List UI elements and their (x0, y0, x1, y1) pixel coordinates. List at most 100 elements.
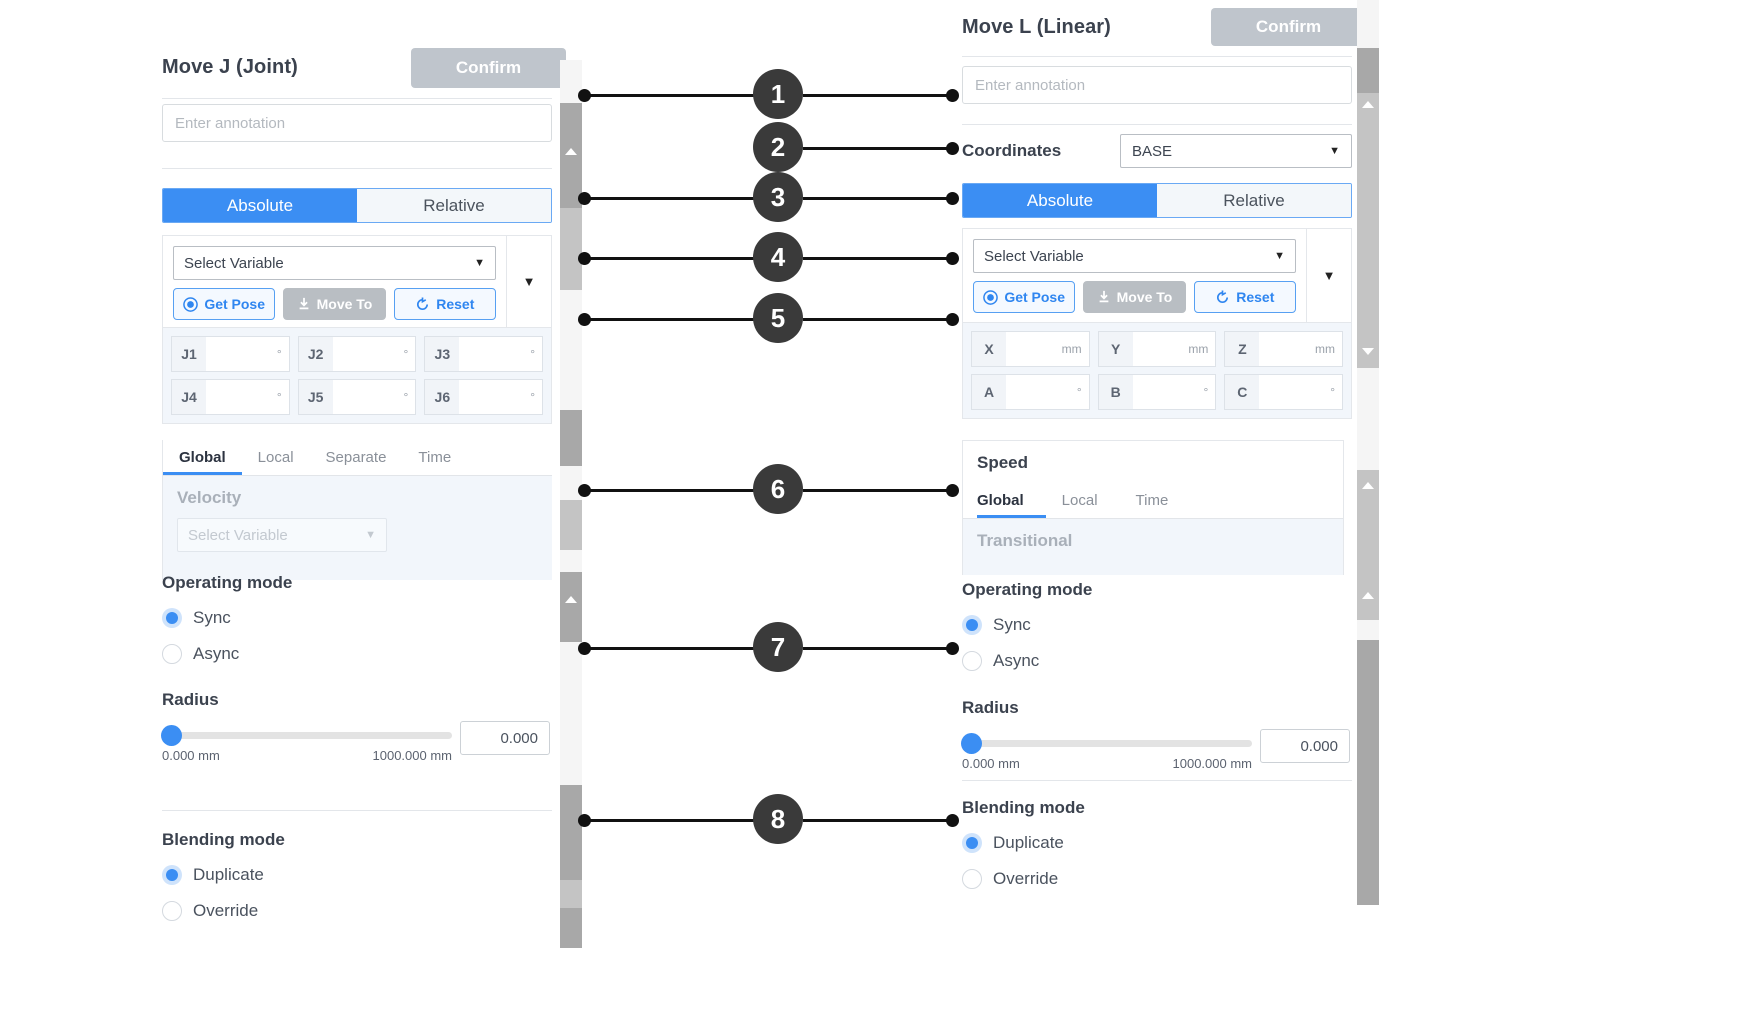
radio-duplicate[interactable] (962, 833, 982, 853)
divider (162, 168, 552, 169)
move-j-radius-input[interactable]: 0.000 (460, 721, 550, 755)
move-l-radius-slider[interactable] (961, 733, 1252, 754)
move-l-scrollbar-thumb-1[interactable] (1357, 48, 1379, 93)
radio-async[interactable] (162, 644, 182, 664)
move-l-get-pose-button[interactable]: Get Pose (973, 281, 1076, 313)
radio-sync[interactable] (962, 615, 982, 635)
move-j-radius-slider[interactable] (161, 725, 452, 746)
joint-field-j5[interactable]: J5 ° (297, 379, 417, 415)
move-j-scrollbar-thumb-3[interactable] (560, 410, 582, 466)
tab-global[interactable]: Global (163, 440, 242, 475)
callout-line-left (584, 257, 754, 260)
pose-field-a[interactable]: A ° (971, 374, 1090, 410)
radio-duplicate[interactable] (162, 865, 182, 885)
move-l-expand-button[interactable]: ▼ (1306, 229, 1351, 322)
move-l-radius-input[interactable]: 0.000 (1260, 729, 1350, 763)
move-l-variable-select[interactable]: Select Variable ▼ (973, 239, 1296, 273)
tab-absolute[interactable]: Absolute (163, 189, 357, 222)
move-j-operating-async-row[interactable]: Async (162, 644, 552, 664)
move-j-variable-select[interactable]: Select Variable ▼ (173, 246, 496, 280)
pose-field-z[interactable]: Z mm (1224, 331, 1344, 367)
move-j-speed-tabs[interactable]: Global Local Separate Time (163, 440, 552, 476)
tab-local[interactable]: Local (1061, 492, 1098, 509)
chevron-down-icon: ▼ (522, 274, 536, 289)
joint-field-j1[interactable]: J1 ° (171, 336, 290, 372)
joint-field-j3[interactable]: J3 ° (424, 336, 544, 372)
radio-async[interactable] (962, 651, 982, 671)
slider-handle[interactable] (161, 725, 182, 746)
move-j-expand-button[interactable]: ▼ (506, 236, 551, 327)
tab-relative[interactable]: Relative (1157, 184, 1351, 217)
move-l-confirm-button[interactable]: Confirm (1211, 8, 1366, 46)
radio-duplicate-label: Duplicate (993, 833, 1064, 852)
move-l-operating-async-row[interactable]: Async (962, 651, 1352, 671)
tab-time[interactable]: Time (418, 449, 452, 466)
move-j-scrollbar[interactable] (560, 60, 582, 948)
tab-separate[interactable]: Separate (325, 449, 387, 466)
callout-line-right (803, 819, 951, 822)
callout-number-2: 2 (753, 122, 803, 172)
coordinates-select[interactable]: BASE ▼ (1120, 134, 1352, 168)
move-j-scrollbar-thumb-6[interactable] (560, 785, 582, 880)
move-l-move-to-button[interactable]: Move To (1083, 281, 1186, 313)
move-j-blending-override-row[interactable]: Override (162, 901, 552, 921)
callout-line-right (803, 489, 951, 492)
pose-field-b[interactable]: B ° (1097, 374, 1217, 410)
move-l-blending-override-row[interactable]: Override (962, 869, 1352, 889)
velocity-variable-select[interactable]: Select Variable ▼ (177, 518, 387, 552)
move-j-variable-box: Select Variable ▼ Get Pose Move To Reset (162, 235, 552, 328)
pose-row: A ° B ° C ° (971, 374, 1344, 410)
tab-absolute[interactable]: Absolute (963, 184, 1157, 217)
radio-sync[interactable] (162, 608, 182, 628)
move-j-radius-range: 0.000 mm 1000.000 mm (162, 748, 452, 763)
chevron-down-icon: ▼ (365, 529, 376, 541)
move-j-mode-tabs[interactable]: Absolute Relative (162, 188, 552, 223)
radio-override-label: Override (993, 869, 1059, 888)
pose-field-c[interactable]: C ° (1224, 374, 1344, 410)
move-l-scrollbar-thumb-3[interactable] (1357, 470, 1379, 580)
move-l-scrollbar-thumb-4[interactable] (1357, 580, 1379, 620)
move-j-scrollbar-thumb-2[interactable] (560, 208, 582, 290)
joint-unit: ° (403, 390, 409, 404)
slider-handle[interactable] (961, 733, 982, 754)
joint-field-j6[interactable]: J6 ° (424, 379, 544, 415)
move-j-scrollbar-thumb-5[interactable] (560, 572, 582, 642)
radio-override[interactable] (962, 869, 982, 889)
pose-field-x[interactable]: X mm (971, 331, 1090, 367)
pose-field-y[interactable]: Y mm (1097, 331, 1217, 367)
move-l-mode-tabs[interactable]: Absolute Relative (962, 183, 1352, 218)
tab-local[interactable]: Local (257, 449, 294, 466)
move-j-move-to-button[interactable]: Move To (283, 288, 386, 320)
callout-line-right (803, 318, 951, 321)
move-l-scrollbar-thumb-5[interactable] (1357, 640, 1379, 905)
pose-label: B (1098, 375, 1133, 409)
move-j-confirm-button[interactable]: Confirm (411, 48, 566, 88)
move-j-scrollbar-thumb-8[interactable] (560, 908, 582, 948)
pose-label: X (972, 332, 1006, 366)
joint-row: J1 ° J2 ° J3 ° (171, 336, 544, 372)
move-j-annotation-input[interactable] (162, 104, 552, 142)
move-j-scrollbar-thumb-1[interactable] (560, 103, 582, 208)
tab-time[interactable]: Time (1135, 492, 1169, 509)
move-l-scrollbar[interactable] (1357, 0, 1379, 905)
move-l-reset-label: Reset (1236, 289, 1275, 305)
joint-field-j4[interactable]: J4 ° (171, 379, 290, 415)
tab-relative[interactable]: Relative (357, 189, 551, 222)
move-l-blending-duplicate-row[interactable]: Duplicate (962, 833, 1352, 853)
move-l-reset-button[interactable]: Reset (1193, 281, 1296, 313)
move-l-annotation-input[interactable] (962, 66, 1352, 104)
move-j-blending-duplicate-row[interactable]: Duplicate (162, 865, 552, 885)
move-j-reset-button[interactable]: Reset (393, 288, 496, 320)
move-j-scrollbar-thumb-7[interactable] (560, 880, 582, 908)
move-j-operating-sync-row[interactable]: Sync (162, 608, 552, 628)
move-l-move-to-label: Move To (1116, 289, 1173, 305)
joint-unit: ° (276, 347, 282, 361)
radio-override[interactable] (162, 901, 182, 921)
move-j-get-pose-button[interactable]: Get Pose (173, 288, 276, 320)
move-l-speed-tabs[interactable]: Global Local Time (963, 483, 1343, 519)
move-l-scrollbar-thumb-2[interactable] (1357, 93, 1379, 368)
move-j-scrollbar-thumb-4[interactable] (560, 500, 582, 550)
move-l-operating-sync-row[interactable]: Sync (962, 615, 1352, 635)
joint-field-j2[interactable]: J2 ° (297, 336, 417, 372)
tab-global[interactable]: Global (977, 483, 1046, 518)
